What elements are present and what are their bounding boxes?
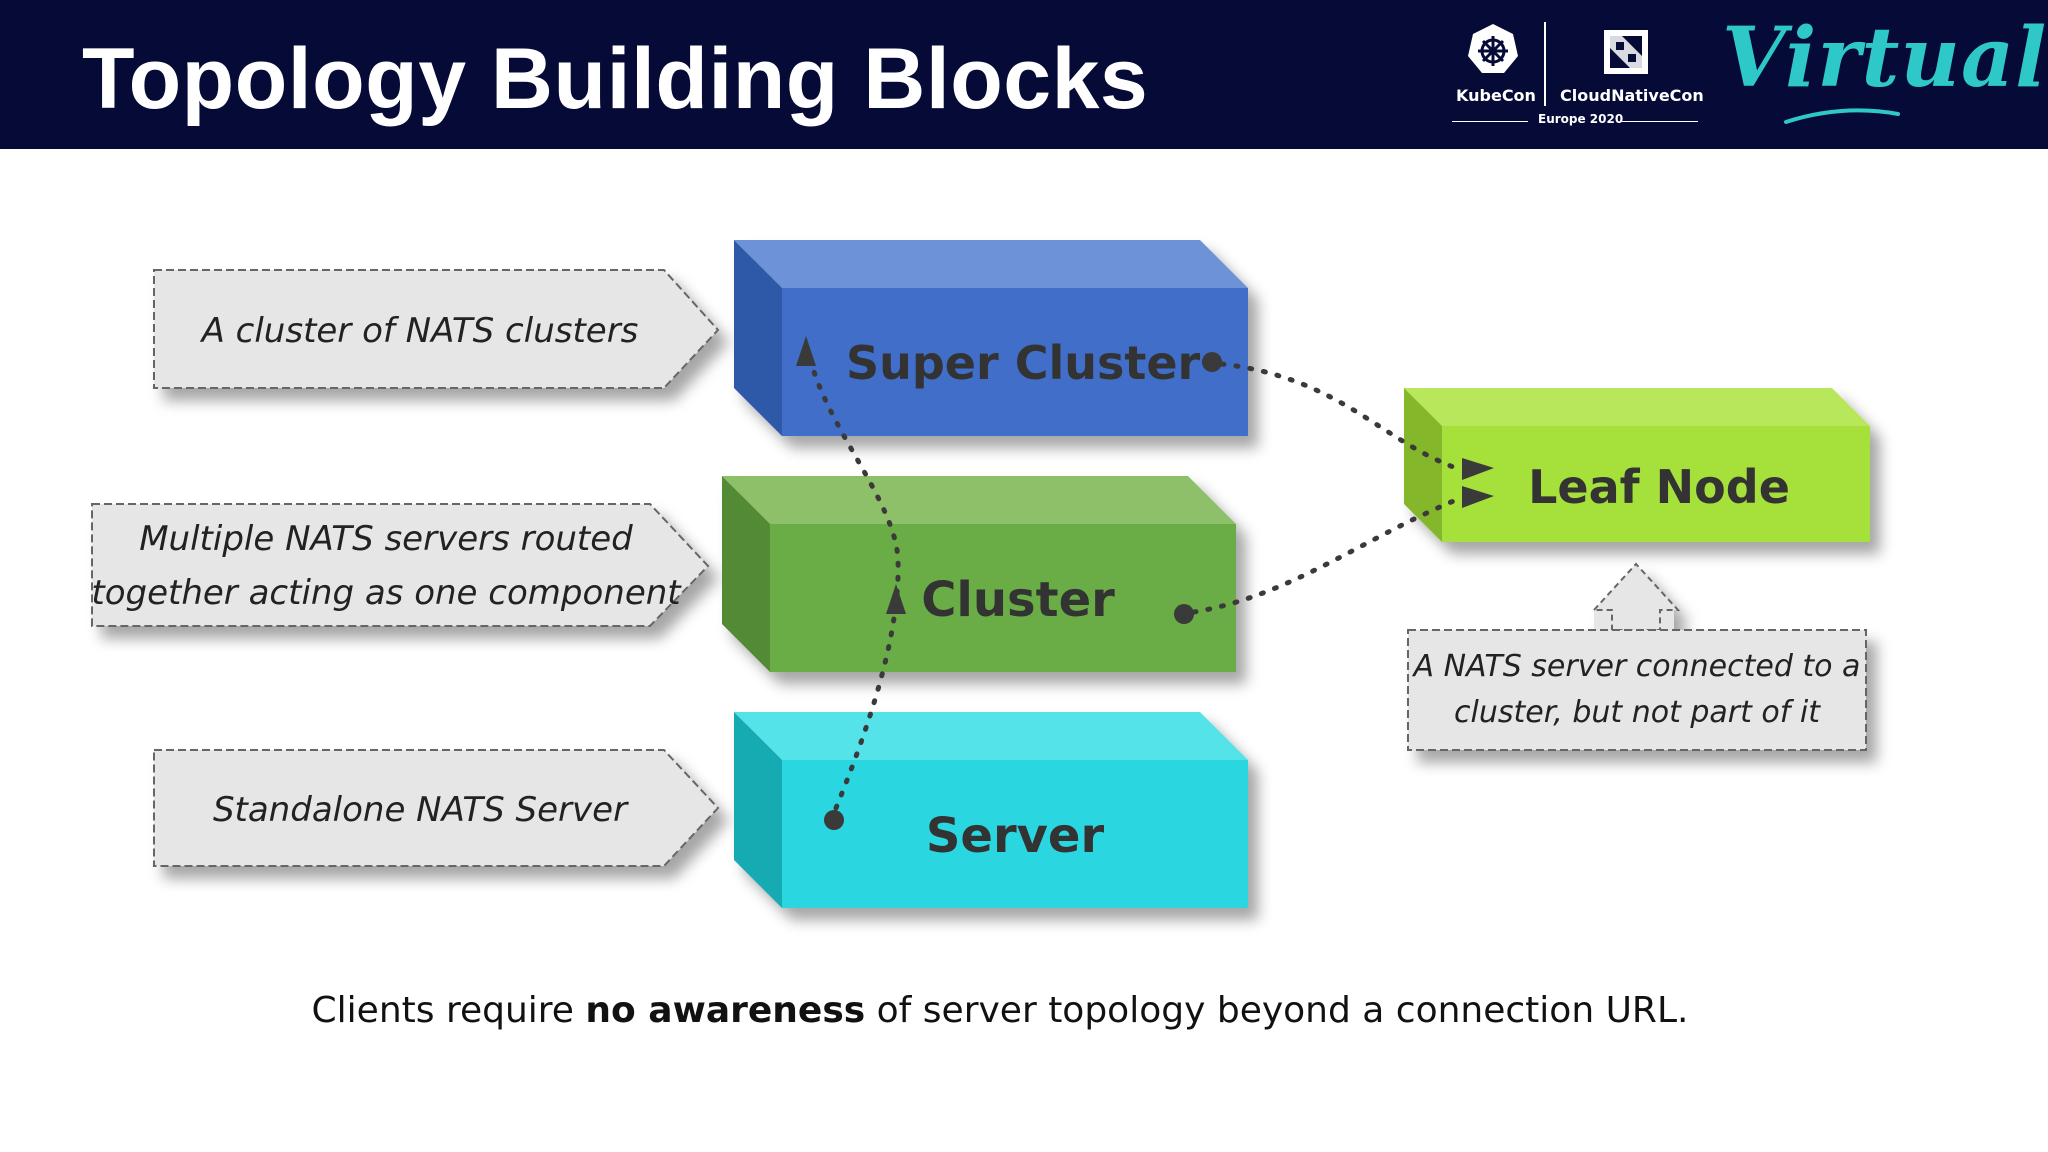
super-cluster-to-leaf-connector bbox=[1219, 361, 1459, 471]
callout-leaf-node-text: A NATS server connected to a cluster, bu… bbox=[1410, 638, 1864, 742]
callout-server-label: Standalone NATS Server bbox=[212, 790, 628, 830]
callout-server-shape bbox=[153, 749, 720, 867]
callout-super-cluster-shape bbox=[153, 269, 720, 389]
header-bar: Topology Building Blocks KubeCon CloudNa… bbox=[0, 0, 2048, 149]
cncf-logo-icon bbox=[1604, 30, 1648, 74]
cloudnativecon-label: CloudNativeCon bbox=[1560, 86, 1704, 105]
super-cluster-block bbox=[734, 240, 1248, 436]
event-label: Europe 2020 bbox=[1538, 112, 1624, 126]
callout-leaf-line2: cluster, but not part of it bbox=[1454, 695, 1820, 730]
server-to-super-cluster-connector bbox=[805, 345, 901, 811]
leaf-arrow-lower bbox=[1462, 486, 1494, 508]
footer-text-bold: no awareness bbox=[585, 990, 866, 1031]
leaf-node-block bbox=[1404, 388, 1870, 542]
cluster-block bbox=[722, 476, 1236, 672]
super-cluster-endpoint-dot bbox=[1202, 352, 1222, 372]
cluster-up-arrow bbox=[886, 584, 906, 614]
callout-super-cluster-text: A cluster of NATS clusters bbox=[160, 290, 680, 372]
footer-caption: Clients require no awareness of server t… bbox=[0, 990, 2000, 1031]
helm-wheel-icon bbox=[1468, 24, 1518, 73]
callout-cluster-line1: Multiple NATS servers routed bbox=[139, 519, 633, 559]
callout-cluster-shape bbox=[91, 503, 710, 627]
footer-text-after: of server topology beyond a connection U… bbox=[865, 990, 1689, 1031]
cluster-to-leaf-connector bbox=[1191, 497, 1459, 615]
callout-cluster-text: Multiple NATS servers routed together ac… bbox=[91, 512, 680, 620]
cluster-endpoint-dot bbox=[1174, 604, 1194, 624]
callout-leaf-node-shape bbox=[1407, 562, 1867, 751]
virtual-wordmark: Virtual bbox=[1722, 10, 2048, 106]
super-cluster-label: Super Cluster bbox=[846, 336, 1201, 390]
kubecon-label: KubeCon bbox=[1456, 86, 1536, 105]
super-cluster-up-arrow bbox=[796, 336, 816, 366]
virtual-swoosh-icon bbox=[1784, 108, 1900, 124]
server-label: Server bbox=[925, 808, 1105, 864]
leaf-arrow-upper bbox=[1462, 458, 1494, 480]
cluster-label: Cluster bbox=[921, 572, 1115, 628]
footer-text-before: Clients require bbox=[311, 990, 586, 1031]
event-rule-right bbox=[1622, 121, 1698, 122]
callout-super-cluster-label: A cluster of NATS clusters bbox=[201, 311, 639, 351]
callout-server-text: Standalone NATS Server bbox=[160, 770, 680, 850]
server-block bbox=[734, 712, 1248, 908]
callout-leaf-line1: A NATS server connected to a bbox=[1413, 649, 1861, 684]
leaf-node-label: Leaf Node bbox=[1528, 460, 1790, 514]
event-rule-left bbox=[1452, 121, 1528, 122]
server-endpoint-dot bbox=[824, 810, 844, 830]
callout-cluster-line2: together acting as one component bbox=[91, 573, 681, 613]
slide-title: Topology Building Blocks bbox=[82, 31, 1149, 127]
logo-divider bbox=[1544, 22, 1546, 106]
